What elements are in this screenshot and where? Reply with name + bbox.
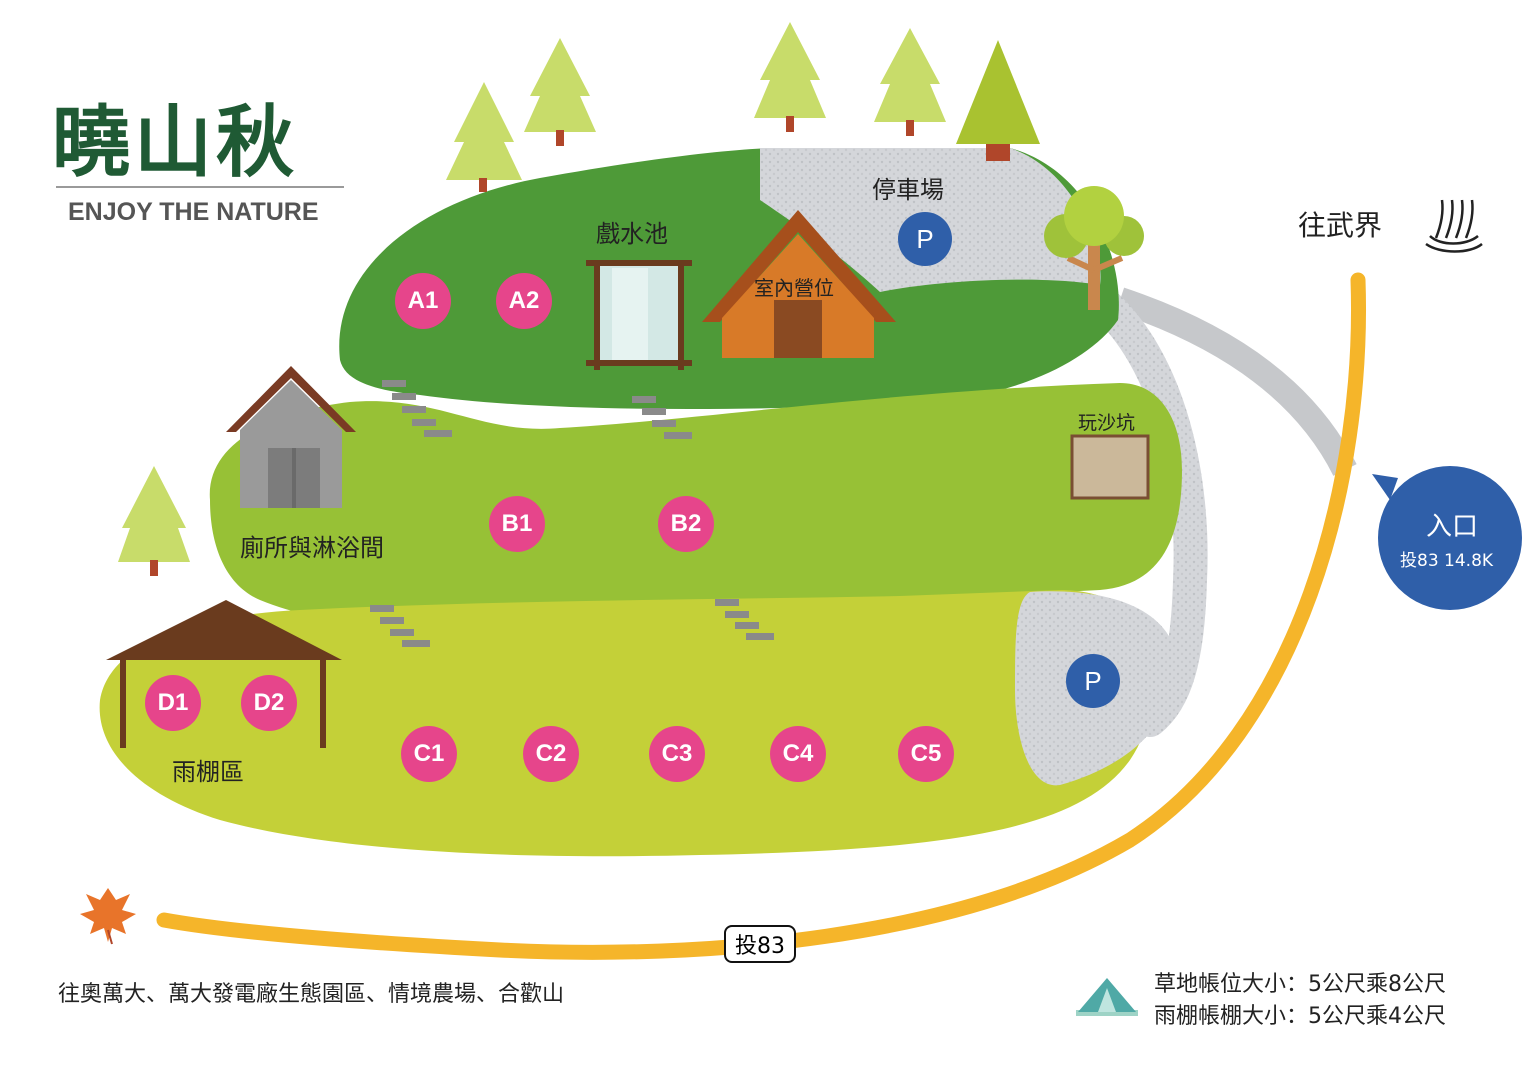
parking-marker-top: P: [898, 212, 952, 266]
parking-label: 停車場: [872, 176, 944, 204]
brand-subtitle: ENJOY THE NATURE: [68, 198, 319, 226]
entrance-km-label: 投83 14.8K: [1400, 551, 1494, 571]
site-d1: D1: [145, 675, 201, 731]
waterfall-icon: [1425, 199, 1483, 253]
parking-marker-lower: P: [1066, 654, 1120, 708]
stairs-b-c-left: [370, 605, 430, 647]
stairs-b-c-right: [715, 599, 774, 640]
tree-icon: [874, 28, 946, 136]
tree-icon: [446, 82, 522, 192]
site-a2: A2: [496, 273, 552, 329]
entrance-marker: [1372, 466, 1522, 610]
round-tree-icon: [1044, 186, 1144, 310]
tree-icon: [956, 40, 1040, 161]
site-c4: C4: [770, 726, 826, 782]
cabin-icon: [702, 210, 896, 358]
site-c3: C3: [649, 726, 705, 782]
site-b1: B1: [489, 496, 545, 552]
sandpit-label: 玩沙坑: [1078, 412, 1136, 434]
entrance-label: 入口: [1426, 512, 1479, 542]
shelter-icon: [106, 600, 342, 748]
tree-icon: [118, 466, 190, 576]
maple-leaf-icon: [80, 888, 136, 945]
site-b2: B2: [658, 496, 714, 552]
bottom-destinations: 往奧萬大、萬大發電廠生態園區、情境農場、合歡山: [58, 982, 565, 1007]
site-c2: C2: [523, 726, 579, 782]
toilet-label: 廁所與淋浴間: [240, 534, 384, 562]
brand-title: 曉山秋: [52, 98, 299, 188]
tent-icon: [1076, 978, 1138, 1016]
tree-icon: [754, 22, 826, 132]
site-d2: D2: [241, 675, 297, 731]
terrace-low: [99, 590, 1155, 857]
access-road: [1115, 287, 1357, 476]
to-wujie-label: 往武界: [1298, 209, 1383, 242]
toilet-building-icon: [226, 366, 356, 508]
sandpit-icon: [1070, 434, 1150, 500]
site-c5: C5: [898, 726, 954, 782]
highway-road: [156, 272, 1366, 960]
stairs-a-b-left: [382, 380, 452, 437]
brand-divider: [56, 186, 344, 188]
stairs-a-b-right: [632, 396, 692, 439]
shelter-site-size: 雨棚帳棚大小：5公尺乘4公尺: [1154, 1004, 1446, 1029]
pool-label: 戲水池: [596, 220, 668, 248]
pool-icon: [586, 260, 692, 370]
road-number-badge: 投83: [724, 925, 796, 963]
site-a1: A1: [395, 273, 451, 329]
shelter-label: 雨棚區: [172, 758, 244, 786]
grass-site-size: 草地帳位大小：5公尺乘8公尺: [1154, 972, 1446, 997]
site-c1: C1: [401, 726, 457, 782]
tree-icon: [524, 38, 596, 146]
indoor-site-label: 室內營位: [754, 276, 834, 300]
